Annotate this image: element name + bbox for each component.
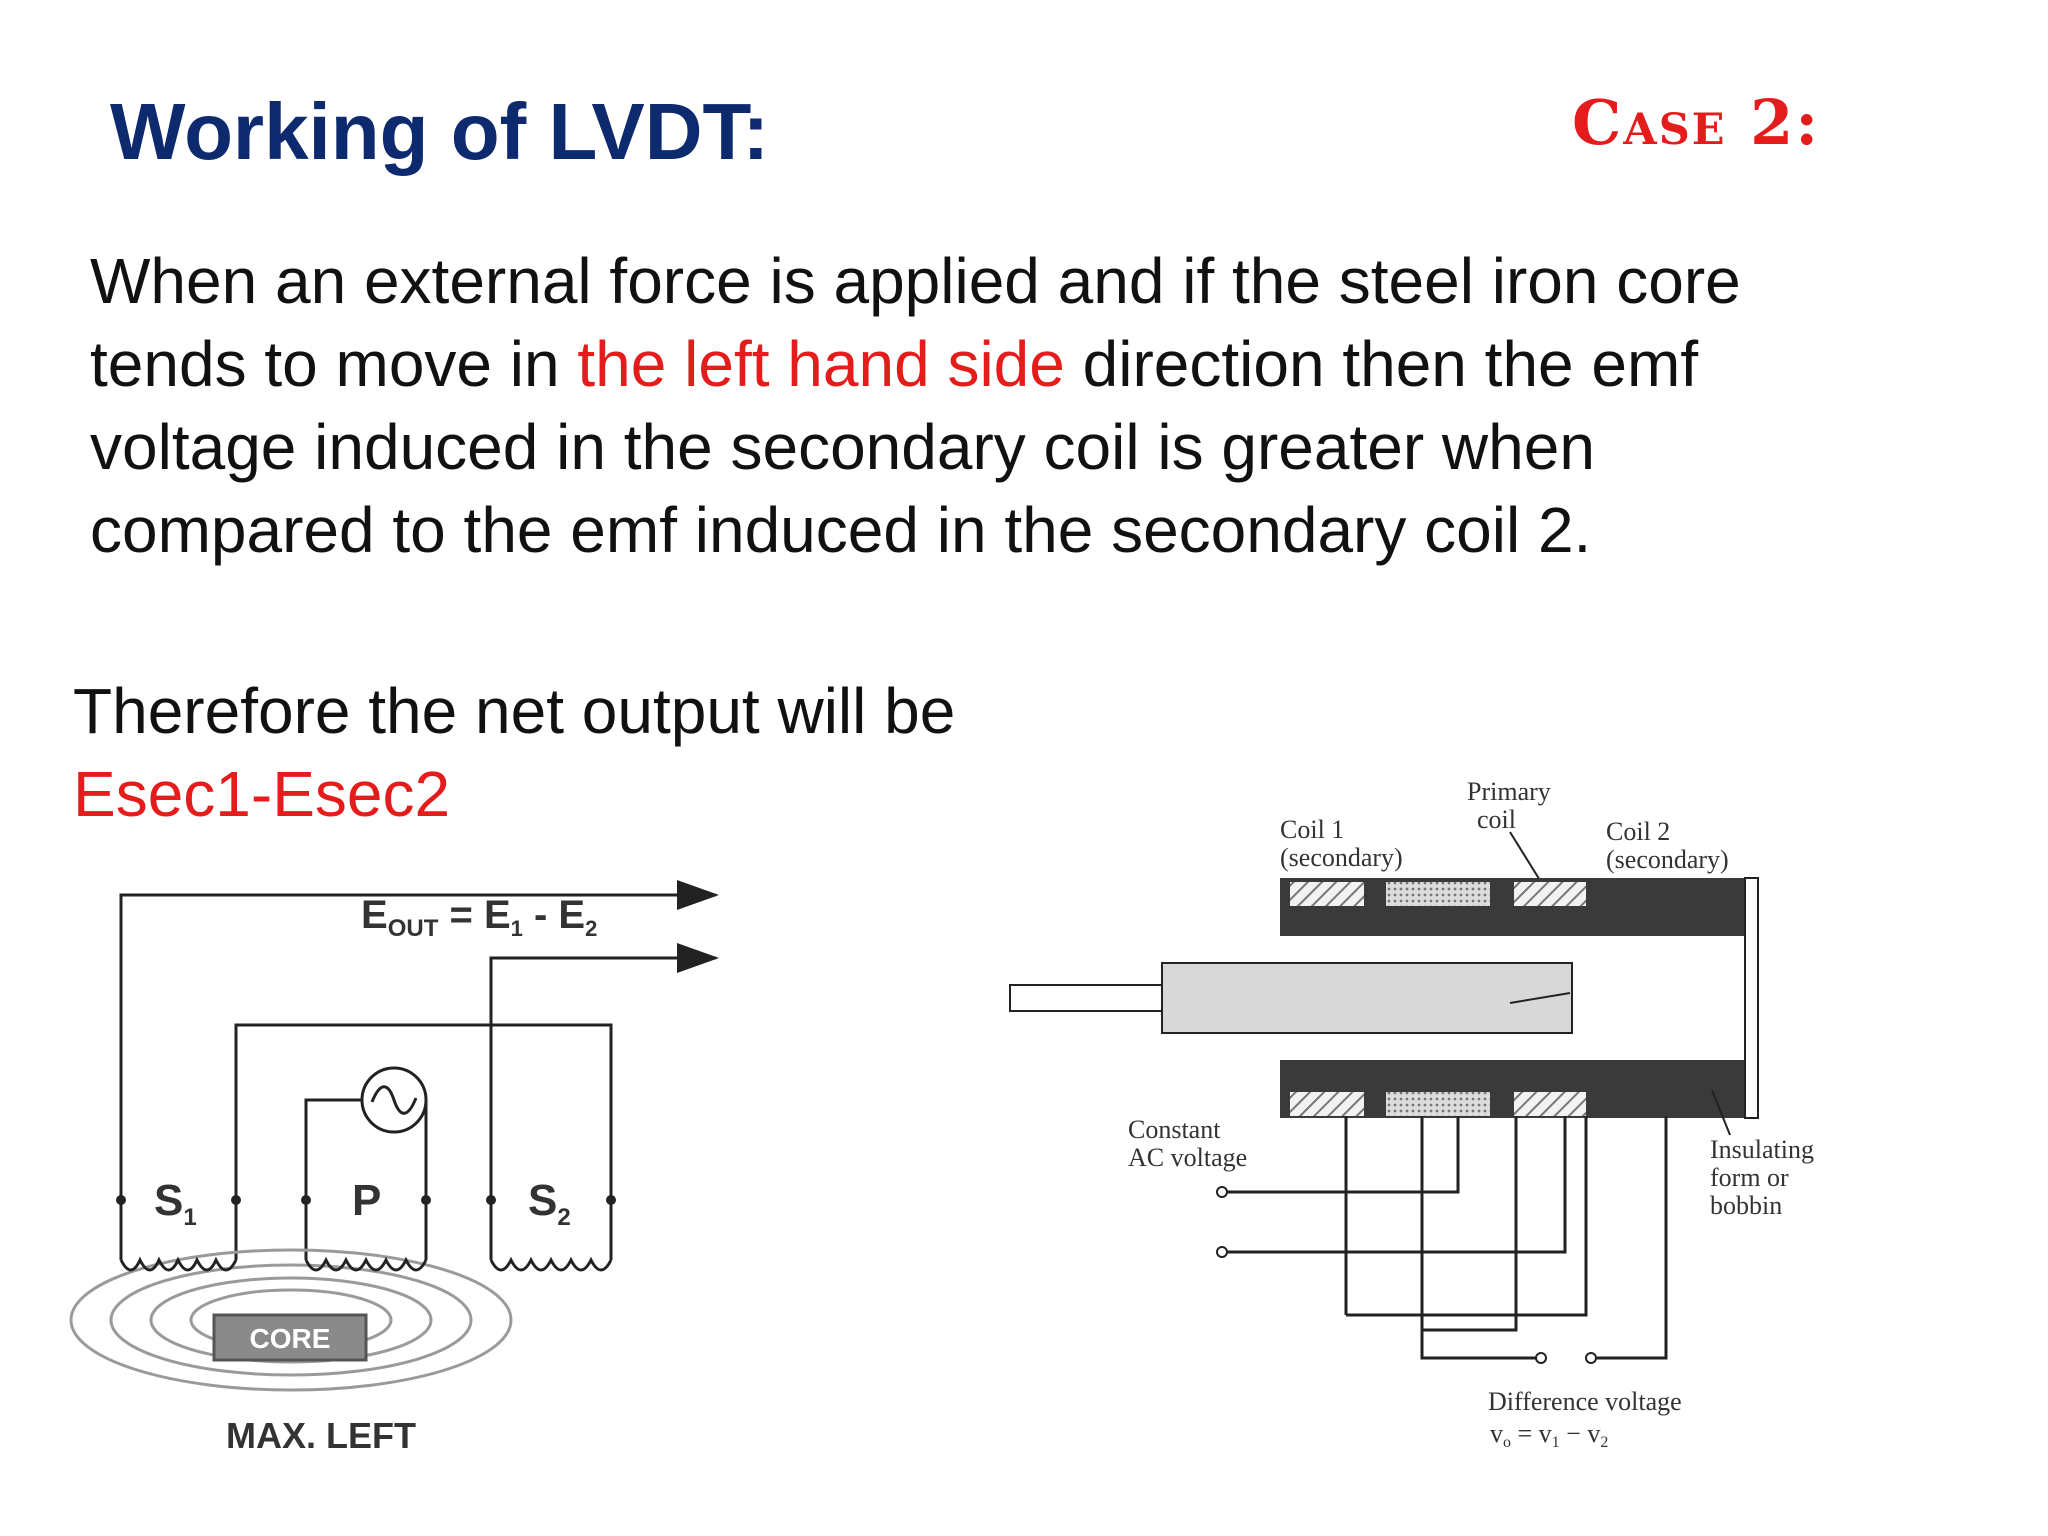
- paragraph-highlight: the left hand side: [577, 328, 1065, 400]
- lvdt-schematic-svg: EOUT = E1 - E2 S1 P S2: [69, 880, 719, 1456]
- svg-text:EOUT = E1 - E2: EOUT = E1 - E2: [361, 893, 597, 942]
- coil2-label-line2: (secondary): [1606, 845, 1729, 874]
- eout-label: EOUT = E1 - E2: [361, 893, 597, 942]
- output-wires: [119, 880, 719, 1200]
- ac-voltage-label-line1: Constant: [1128, 1115, 1221, 1144]
- paragraph-text-start: When an external force is applied and if…: [90, 245, 1741, 400]
- bobbin-label-line2: form or: [1710, 1163, 1789, 1192]
- bobbin-label-line3: bobbin: [1710, 1191, 1782, 1220]
- bobbin-pointer: [1711, 1089, 1731, 1136]
- terminals: [1216, 1186, 1597, 1364]
- iron-core: CORE: [212, 1313, 368, 1362]
- coil-windings: [119, 1256, 613, 1272]
- conclusion: Therefore the net output will be Esec1-E…: [73, 670, 955, 836]
- primary-coil-label-line2: coil: [1477, 805, 1516, 834]
- primary-coil-label-line1: Primary: [1467, 777, 1551, 806]
- bobbin-top: [1280, 878, 1758, 936]
- movable-core: [1009, 962, 1573, 1034]
- conclusion-text: Therefore the net output will be: [73, 675, 956, 747]
- s2-label: S2: [528, 1176, 571, 1231]
- lvdt-cross-section-svg: Primary coil Coil 1 (secondary) Coil 2 (…: [1009, 777, 1814, 1451]
- coil2-label-line1: Coil 2: [1606, 817, 1670, 846]
- coil1-label-line2: (secondary): [1280, 843, 1403, 872]
- max-left-label: MAX. LEFT: [226, 1415, 416, 1456]
- s1-label: S1: [154, 1176, 197, 1231]
- bobbin-end: [1744, 877, 1759, 1119]
- difference-voltage-equation: vo = v1 − v2: [1490, 1419, 1608, 1451]
- wiring: [1226, 1116, 1668, 1360]
- core-label: CORE: [250, 1323, 331, 1354]
- svg-text:S2: S2: [528, 1176, 571, 1231]
- p-label: P: [352, 1176, 381, 1225]
- paragraph-text-end: direction then the emf voltage induced i…: [90, 328, 1699, 566]
- difference-voltage-label: Difference voltage: [1488, 1387, 1682, 1416]
- explanation-paragraph: When an external force is applied and if…: [90, 240, 1850, 572]
- output-formula: Esec1-Esec2: [73, 758, 451, 830]
- magnetic-field-lines: [69, 1248, 513, 1392]
- ac-source-icon: [360, 1066, 428, 1134]
- coil1-label-line1: Coil 1: [1280, 815, 1344, 844]
- lvdt-cross-section-diagram: Primary coil Coil 1 (secondary) Coil 2 (…: [990, 760, 1850, 1460]
- bobbin-bottom: [1280, 1060, 1758, 1118]
- lvdt-schematic-diagram: EOUT = E1 - E2 S1 P S2: [66, 850, 756, 1470]
- svg-text:S1: S1: [154, 1176, 197, 1231]
- svg-text:vo = v1 − v2: vo = v1 − v2: [1490, 1419, 1608, 1451]
- bobbin-label-line1: Insulating: [1710, 1135, 1814, 1164]
- ac-voltage-label-line2: AC voltage: [1128, 1143, 1247, 1172]
- case-label: Case 2:: [1572, 86, 1821, 159]
- coil-leads: [119, 1200, 613, 1260]
- slide-title: Working of LVDT:: [110, 87, 770, 176]
